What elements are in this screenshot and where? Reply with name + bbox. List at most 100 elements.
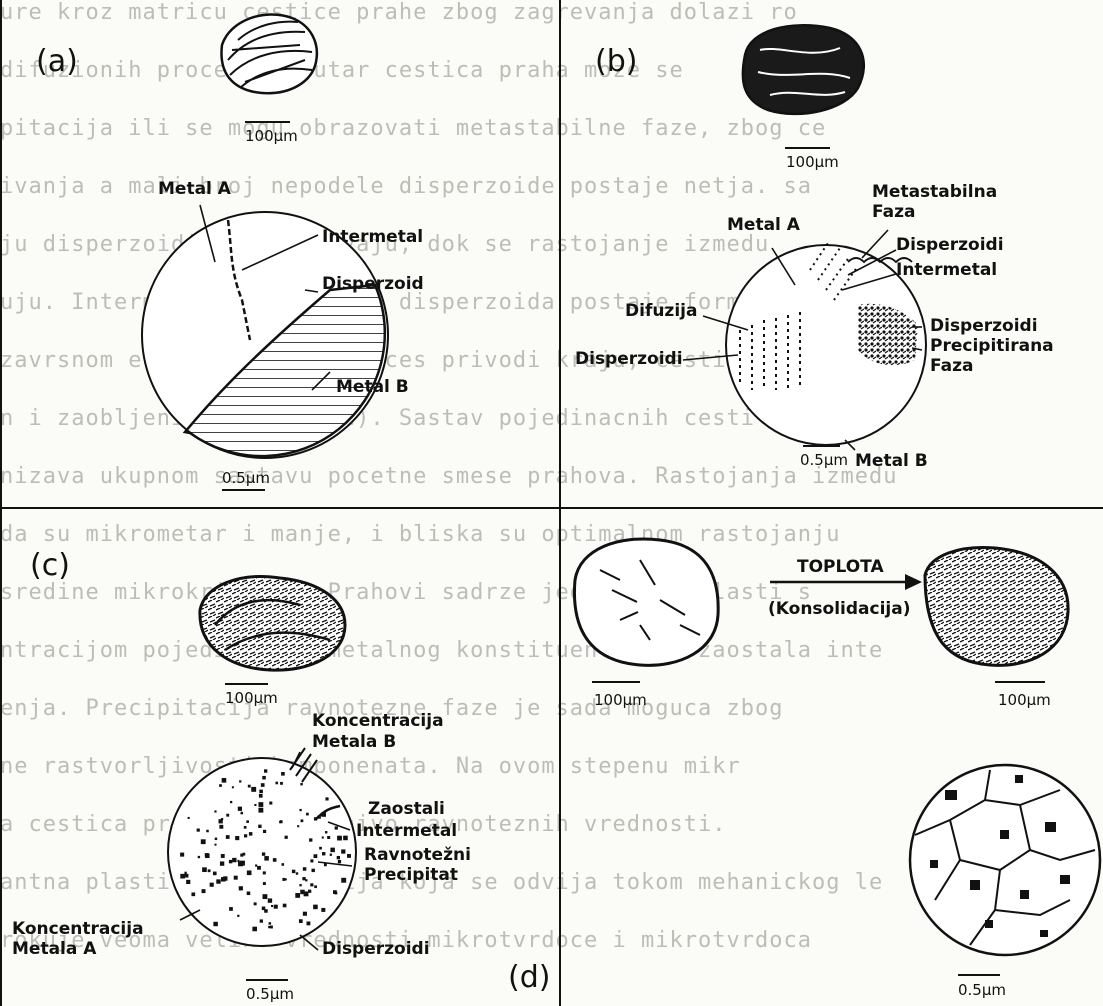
label-precipitat: Precipitat	[364, 866, 458, 885]
precipitate-dot	[214, 810, 216, 812]
precipitate-dot	[292, 870, 295, 873]
precipitate-dot	[297, 825, 299, 827]
precipitate-dot	[226, 814, 229, 817]
precipitate-dot	[257, 866, 261, 870]
precipitate-dot	[222, 778, 227, 783]
precipitate-dot	[229, 860, 232, 863]
precipitate-dot	[213, 922, 217, 926]
precipitate-dot	[241, 812, 244, 815]
precipitate-dot	[220, 861, 224, 865]
precipitate-dot	[264, 856, 269, 861]
particle-b	[743, 25, 864, 114]
precipitate-dot	[258, 808, 263, 813]
precipitate-dot	[263, 882, 266, 885]
precipitate-dot	[262, 776, 266, 780]
label-disperzoid: Disperzoid	[322, 275, 424, 294]
precipitate-dot	[221, 854, 225, 858]
precipitate-dot	[214, 844, 216, 846]
scale-label-c-top: 100µm	[225, 690, 278, 707]
precipitate-dot	[322, 852, 325, 855]
precipitate-dot	[180, 853, 184, 857]
scale-label-c-bottom: 0.5µm	[246, 986, 294, 1003]
precipitate-dot	[229, 907, 233, 911]
precipitate-dot	[230, 801, 232, 803]
label-metastabilna-faza: Faza	[872, 203, 915, 222]
precipitate-dot	[263, 871, 266, 874]
precipitate-dot	[296, 872, 298, 874]
precipitate-dot	[221, 877, 225, 881]
particle-d-before	[574, 539, 718, 665]
precipitate-dot	[312, 869, 315, 872]
particle-d-after	[925, 547, 1068, 665]
label-koncentracija-a: Koncentracija	[12, 920, 144, 939]
precipitate-dot	[319, 847, 322, 850]
precipitate-dot	[219, 784, 222, 787]
precipitate-dot	[306, 813, 309, 816]
label-koncentracija-b: Koncentracija	[312, 712, 444, 731]
precipitate-dot	[232, 858, 236, 862]
panel-label-d: (d)	[508, 960, 550, 995]
label-metal-b: Metal B	[336, 378, 409, 397]
precipitate-dot	[258, 825, 261, 828]
panel-a-drawing	[142, 14, 388, 490]
precipitate-dot	[239, 886, 243, 890]
label-metastabilna: Metastabilna	[872, 183, 997, 202]
precipitate-dot	[299, 809, 301, 811]
label-disperzoidi-right: Disperzoidi	[930, 317, 1038, 336]
scale-label-d-bottom: 0.5µm	[958, 982, 1006, 999]
precipitate-dot	[210, 883, 214, 887]
precipitate-dot	[341, 878, 346, 883]
precipitate-dot	[244, 826, 247, 829]
scale-label-d-right: 100µm	[998, 692, 1051, 709]
precipitate-dot	[215, 838, 217, 840]
label-konsolidacija: (Konsolidacija)	[768, 600, 911, 619]
label-intermetal-b: Intermetal	[896, 261, 997, 280]
label-metal-b-b: Metal B	[855, 452, 928, 471]
precipitate-dot	[327, 836, 330, 839]
precipitate-dot	[341, 849, 345, 853]
precipitate-dot	[198, 856, 200, 858]
precipitate-dot	[221, 818, 223, 820]
precipitate-dot	[310, 859, 313, 862]
precipitate-dot	[281, 772, 285, 776]
precipitate-dot	[254, 804, 256, 806]
precipitate-dot	[191, 892, 195, 896]
precipitate-dot	[185, 874, 189, 878]
label-ravnotezni: Ravnotežni	[364, 846, 471, 865]
precipitate-dot	[309, 838, 312, 841]
scale-label-a-top: 100µm	[245, 128, 298, 145]
particle-a	[221, 14, 316, 93]
precipitate-dot	[321, 908, 325, 912]
precipitate-dot	[261, 783, 265, 787]
precipitate-dot	[262, 907, 266, 911]
precipitate-dot	[269, 922, 271, 924]
label-disperzoidi-top: Disperzoidi	[896, 236, 1004, 255]
precipitate-dot	[246, 820, 249, 823]
label-difuzija: Difuzija	[625, 302, 697, 321]
precipitate-dot	[303, 867, 306, 870]
precipitate-dot	[201, 839, 206, 844]
precipitate-dot	[322, 836, 324, 838]
scale-label-a-bottom: 0.5µm	[222, 470, 270, 487]
precipitate-dot	[184, 872, 186, 874]
precipitate-dot	[237, 915, 239, 917]
precipitate-dot	[226, 835, 230, 839]
precipitate-dot	[303, 912, 307, 916]
precipitate-dot	[259, 802, 264, 807]
precipitate-dot	[252, 927, 257, 932]
panel-label-a: (a)	[36, 44, 78, 79]
precipitate-dot	[269, 802, 272, 805]
precipitate-dot	[274, 905, 278, 909]
label-zaostali: Zaostali	[368, 800, 445, 819]
precipitate-dot	[275, 782, 278, 785]
precipitate-dot	[255, 864, 257, 866]
heat-arrow-head	[905, 574, 922, 590]
label-zaostali-intermetal: Intermetal	[356, 822, 457, 841]
scale-label-b-bottom: 0.5µm	[800, 452, 848, 469]
precipitate-dot	[240, 861, 245, 866]
scale-label-b-top: 100µm	[786, 154, 839, 171]
precipitate-dot	[347, 854, 351, 858]
precipitate-dot	[259, 790, 263, 794]
precipitate-dot	[302, 877, 305, 880]
precipitate-dot	[262, 852, 265, 855]
